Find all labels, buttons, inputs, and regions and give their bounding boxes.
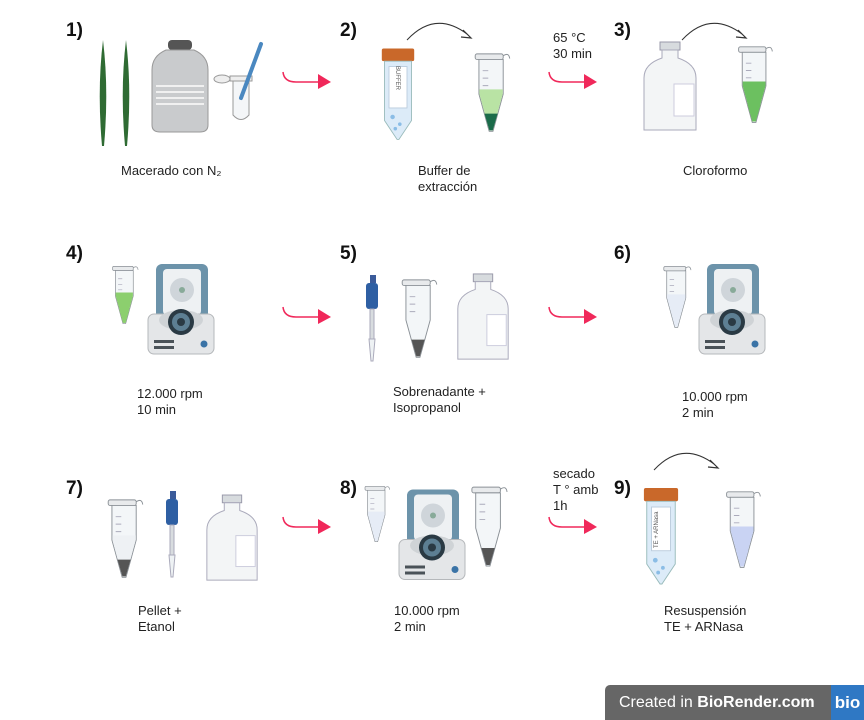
transfer-arrow-icon	[652, 448, 722, 472]
step-9-caption: Resuspensión TE + ARNasa	[664, 603, 747, 634]
badge-prefix: Created in	[619, 693, 698, 711]
step-7-caption: Pellet + Etanol	[138, 603, 182, 634]
microtube-icon	[360, 485, 394, 545]
step-4-number: 4)	[66, 243, 83, 264]
step-2-caption: Buffer de extracción	[418, 163, 478, 194]
biorender-logo: bio	[831, 685, 864, 720]
centrifuge-icon	[397, 480, 467, 590]
badge-text: Created in BioRender.com	[605, 694, 831, 712]
step-8-caption: 10.000 rpm 2 min	[394, 603, 460, 634]
step-9-number: 9)	[614, 478, 631, 499]
pipette-icon	[160, 490, 185, 582]
microtube-green-icon	[736, 45, 774, 127]
buffer-tube-label: BUFFER	[394, 66, 400, 90]
incubation-condition: 65 °C 30 min	[553, 30, 593, 61]
microtube-blue-icon	[724, 490, 762, 572]
ethanol-bottle-icon	[203, 493, 261, 585]
microtube-icon	[660, 265, 694, 331]
step-6-caption: 10.000 rpm 2 min	[682, 389, 748, 420]
centrifuge-icon	[146, 262, 216, 357]
step-arrow-icon	[548, 305, 598, 325]
step-5-caption: Sobrenadante + Isopropanol	[393, 384, 486, 415]
step-arrow-icon	[548, 515, 598, 535]
step-arrow-icon	[282, 70, 332, 90]
isopropanol-bottle-icon	[453, 272, 513, 364]
microtube-pellet-icon	[470, 485, 508, 571]
centrifuge-icon	[697, 262, 767, 357]
step-arrow-icon	[548, 70, 598, 90]
leaf-icon	[120, 40, 132, 146]
microtube-green-icon	[472, 52, 512, 136]
microtube-empty-icon	[398, 278, 440, 362]
step-4-caption: 12.000 rpm 10 min	[137, 386, 203, 417]
microtube-pellet-icon	[106, 498, 144, 582]
transfer-arrow-icon	[405, 18, 475, 42]
step-7-number: 7)	[66, 478, 83, 499]
transfer-arrow-icon	[680, 18, 750, 42]
step-arrow-icon	[282, 305, 332, 325]
te-tube-label: TE + ARNasa	[654, 511, 660, 548]
badge-brand: BioRender.com	[697, 693, 815, 711]
leaf-icon	[97, 40, 109, 146]
step-6-number: 6)	[614, 243, 631, 264]
drying-condition: secado T ° amb 1h	[553, 466, 599, 513]
step-3-caption: Cloroformo	[683, 163, 748, 178]
pipette-icon	[360, 275, 385, 365]
step-5-number: 5)	[340, 243, 357, 264]
microtube-green-icon	[108, 265, 142, 327]
liquid-nitrogen-dewar-icon	[150, 40, 210, 135]
step-8-number: 8)	[340, 478, 357, 499]
step-3-number: 3)	[614, 20, 631, 41]
biorender-badge[interactable]: Created in BioRender.com bio	[605, 685, 864, 720]
microtube-pestle-icon	[213, 42, 263, 120]
chloroform-bottle-icon	[640, 40, 700, 135]
step-arrow-icon	[282, 515, 332, 535]
step-1-number: 1)	[66, 20, 83, 41]
te-falcon-tube-icon	[642, 485, 680, 587]
step-2-number: 2)	[340, 20, 357, 41]
buffer-falcon-tube-icon	[380, 42, 416, 146]
step-1-caption: Macerado con N₂	[121, 163, 222, 178]
